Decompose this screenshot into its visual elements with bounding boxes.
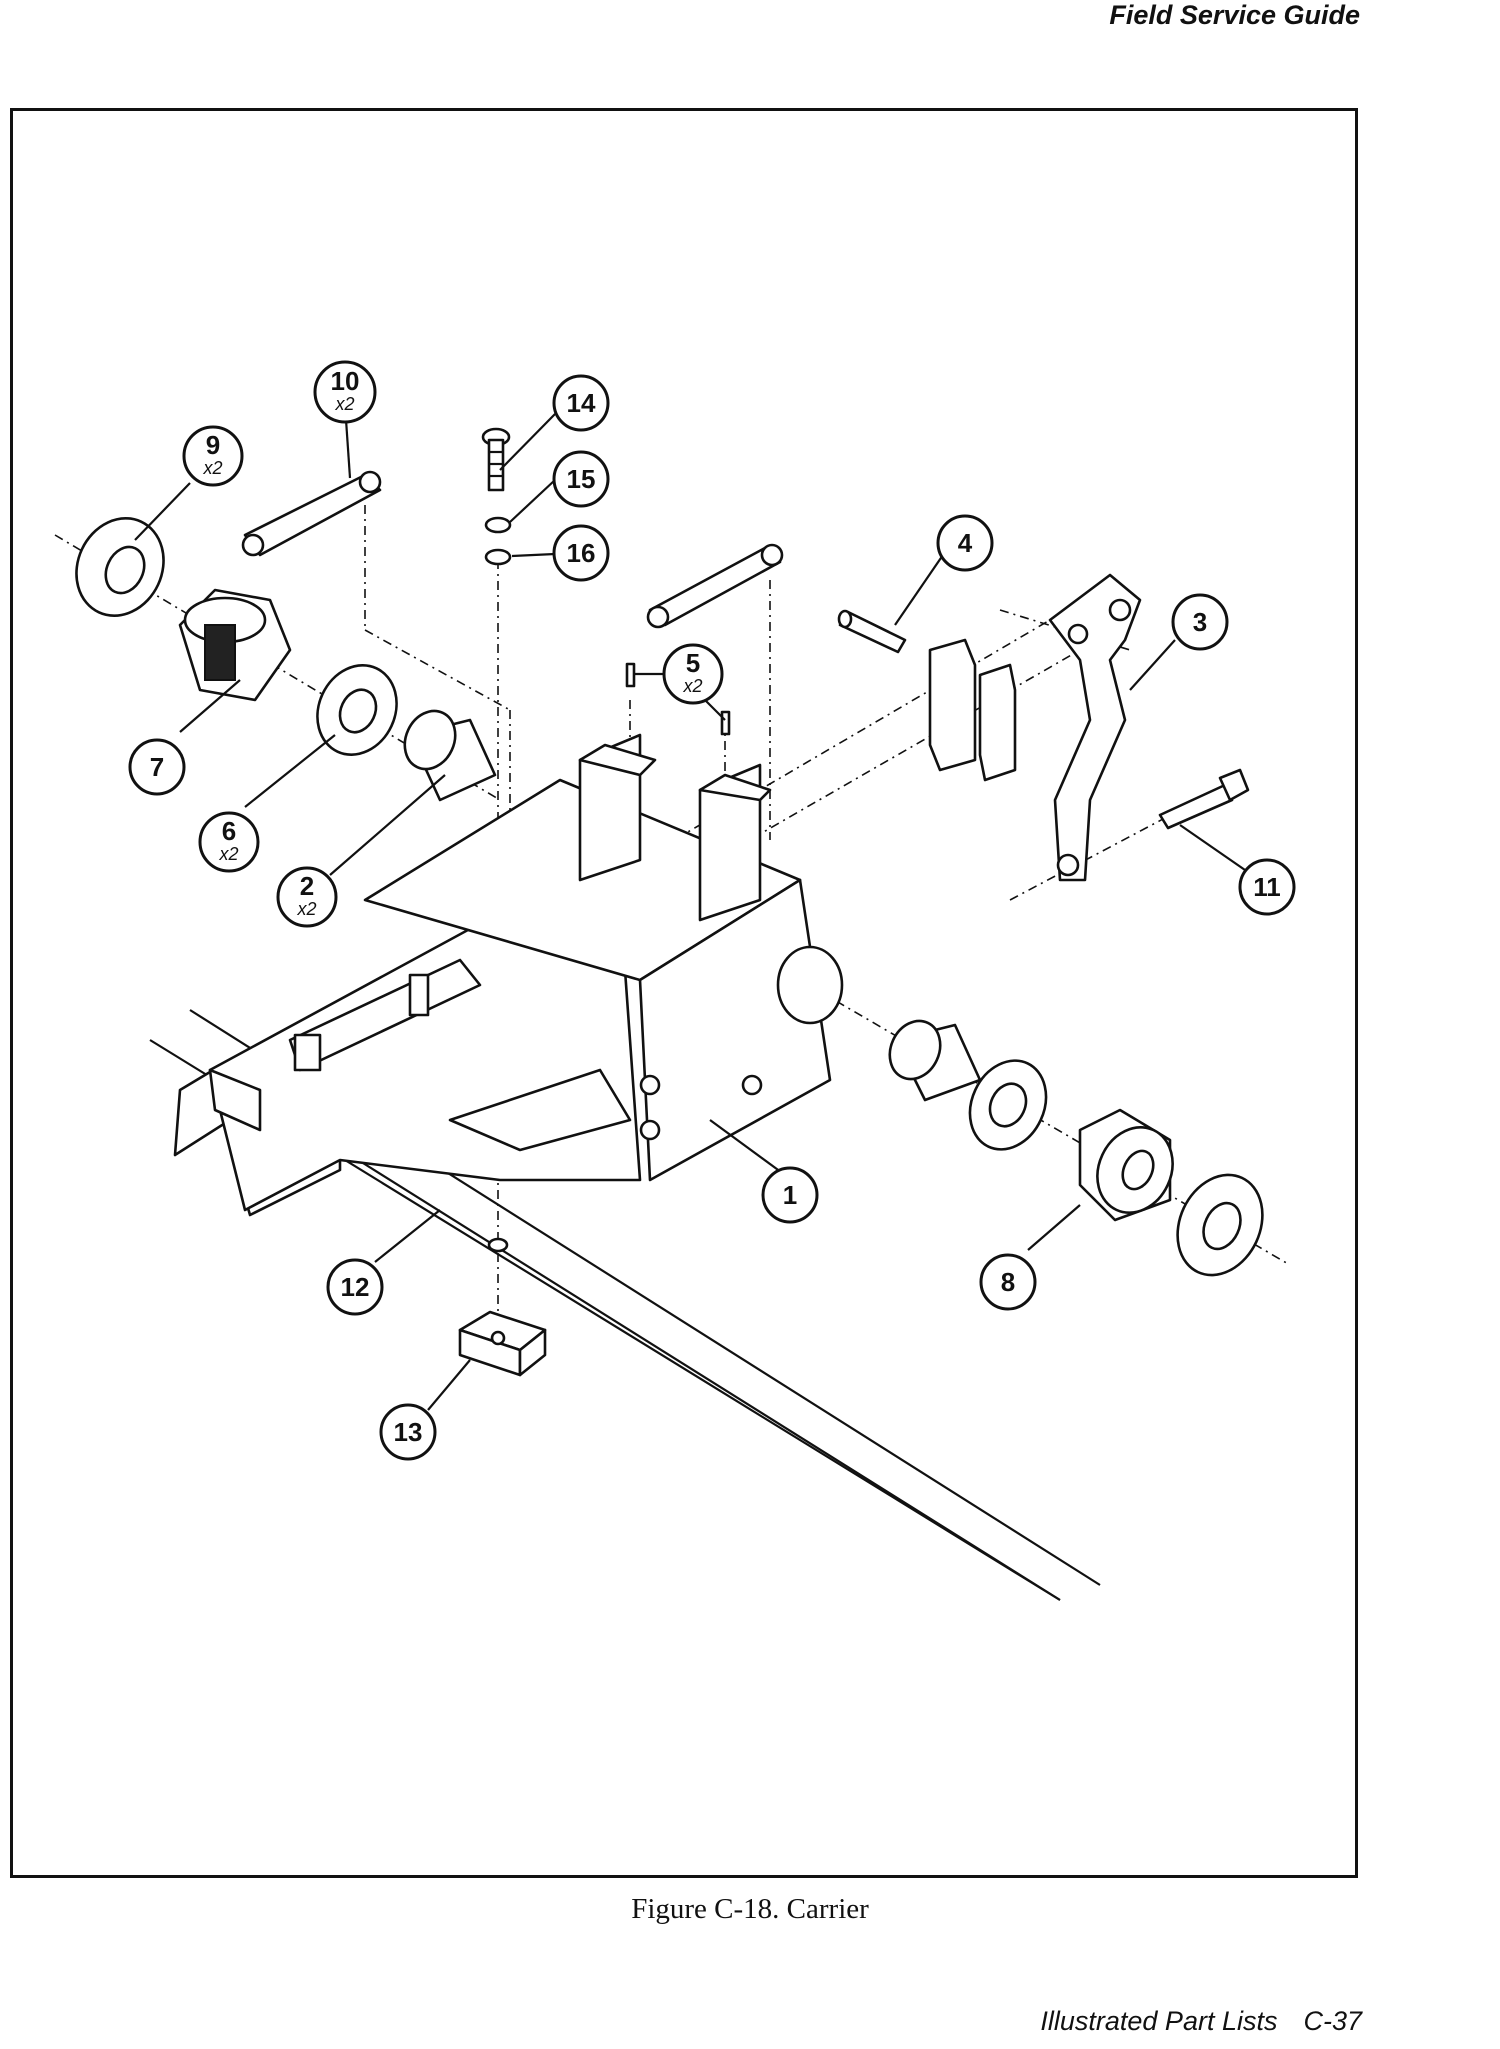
collar-part-7	[178, 588, 292, 702]
small-ring	[487, 1237, 509, 1253]
callout-label: 10	[331, 366, 360, 396]
callout-label: x2	[202, 458, 222, 478]
callout-10: 10 x2	[313, 360, 377, 424]
callout-label: 8	[1001, 1267, 1015, 1297]
callout-label: 16	[567, 538, 596, 568]
washer-part-6	[316, 664, 398, 756]
callout-label: x2	[334, 394, 354, 414]
callout-label: 14	[567, 388, 596, 418]
callout-6: 6 x2	[198, 811, 260, 873]
callout-label: x2	[296, 899, 316, 919]
callout-5: 5 x2	[662, 643, 724, 705]
callout-1: 1	[761, 1166, 819, 1224]
collar-part-8	[1078, 1108, 1174, 1222]
figure-caption: Figure C-18. Carrier	[631, 1893, 869, 1925]
callout-3: 3	[1171, 593, 1229, 651]
page-header-title: Field Service Guide	[1109, 0, 1360, 30]
screw-part-14	[481, 427, 511, 492]
callout-9: 9 x2	[182, 425, 244, 487]
washer-part-6-right	[968, 1059, 1048, 1151]
callout-label: 2	[300, 871, 314, 901]
callout-number: 1	[783, 1180, 797, 1210]
callout-label: x2	[218, 844, 238, 864]
washer-part-9	[75, 517, 165, 617]
callout-11: 11	[1238, 858, 1296, 916]
callout-label: 12	[341, 1272, 370, 1302]
callout-15: 15	[552, 450, 610, 508]
pin-part-5-b	[720, 710, 731, 736]
callout-7: 7	[128, 738, 186, 796]
link-arm-right-part-10	[646, 543, 784, 629]
bushing-part-2-right	[888, 1019, 982, 1102]
pin-part-5-a	[625, 662, 636, 688]
callout-label: 6	[222, 816, 236, 846]
block-part-13	[458, 1310, 547, 1377]
callout-label: 11	[1253, 872, 1281, 902]
callout-8: 8	[979, 1253, 1037, 1311]
callout-label: 15	[567, 464, 596, 494]
callout-2: 2 x2	[276, 866, 338, 928]
callout-4: 4	[936, 514, 994, 572]
pin-part-4	[837, 609, 907, 654]
washer-part-15	[484, 516, 512, 534]
page-footer: Illustrated Part Lists C-37	[1040, 2006, 1362, 2037]
callout-16: 16	[552, 524, 610, 582]
callout-label: 5	[686, 648, 700, 678]
callout-14: 14	[552, 374, 610, 432]
callout-label: 13	[394, 1417, 423, 1447]
washer-part-16	[484, 548, 512, 566]
link-arm-left-part-10	[241, 470, 382, 557]
lever-arm-part-3	[1048, 573, 1142, 882]
washer-part-9-right	[1176, 1173, 1264, 1277]
callout-12: 12	[326, 1258, 384, 1316]
callout-label: 9	[206, 430, 220, 460]
exploded-parts-drawing: 1 2 x2 3 4 5 x2 6 x2 7 8 9 x2 10 x2	[54, 360, 1296, 1601]
carrier-body-part-1	[173, 733, 844, 1217]
callout-label: x2	[682, 676, 702, 696]
footer-section: Illustrated Part Lists	[1040, 2006, 1278, 2036]
callout-label: 7	[150, 752, 164, 782]
footer-page-number: C-37	[1303, 2006, 1362, 2036]
callout-13: 13	[379, 1403, 437, 1461]
bracket-fingers	[928, 638, 1017, 782]
callout-label: 3	[1193, 607, 1207, 637]
screw-part-11	[1158, 768, 1250, 830]
bushing-part-2-left	[403, 709, 497, 802]
callout-label: 4	[958, 528, 973, 558]
figure-frame	[10, 108, 1358, 1878]
